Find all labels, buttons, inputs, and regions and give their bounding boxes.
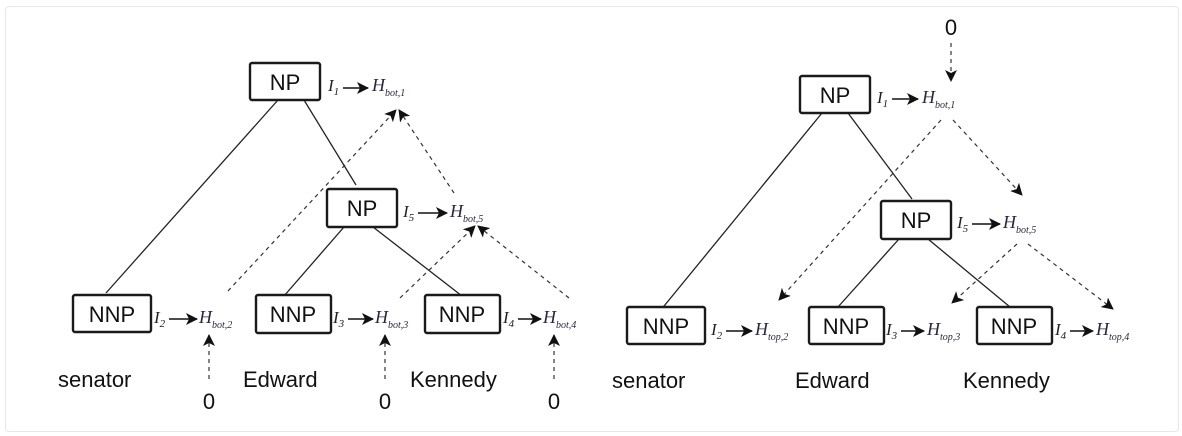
right-edge-np-top-to-nnp-1 — [659, 112, 823, 312]
edge-np-top-to-np-mid — [303, 99, 357, 186]
right-word-kennedy: Kennedy — [963, 368, 1050, 393]
left-input-1: I1 — [327, 76, 339, 98]
dashed-arrow-hbot3-to-hbot5 — [399, 225, 476, 299]
right-word-edward: Edward — [795, 368, 870, 393]
right-edge-np-mid-to-nnp-3 — [927, 238, 1011, 308]
left-nnp-1-box — [71, 293, 153, 334]
right-nnp-3-box — [975, 305, 1054, 346]
left-hidden-2: Hbot,2 — [198, 307, 232, 331]
right-edge-np-mid-to-nnp-2 — [837, 238, 900, 308]
right-word-senator: senator — [612, 368, 685, 393]
right-nnp-3-label: NNP — [991, 314, 1037, 339]
right-hidden-1: Hbot,1 — [921, 87, 955, 111]
left-input-4: I4 — [502, 308, 515, 330]
edge-np-top-to-nnp-1 — [105, 99, 279, 294]
dashed-arrow-hbot4-to-hbot5 — [477, 225, 570, 299]
right-input-3: I3 — [885, 320, 898, 342]
right-nnp-2-box — [807, 305, 886, 346]
right-dashed-arrow-hbot5-to-htop4 — [1027, 243, 1114, 310]
tree-lstm-diagram: NP NP NNP NNP NNP I1 Hbot,1 I5 Hbot,5 I2… — [58, 15, 1129, 414]
right-hidden-2: Htop,2 — [754, 319, 788, 343]
left-nnp-3-label: NNP — [439, 302, 485, 327]
left-hidden-5: Hbot,5 — [449, 201, 483, 225]
right-dashed-arrow-hbot5-to-htop3 — [951, 243, 1018, 304]
right-hidden-3: Htop,3 — [926, 319, 960, 343]
left-np-mid-box — [325, 187, 399, 229]
edge-np-mid-to-nnp-3 — [372, 226, 463, 297]
left-zero-1: 0 — [203, 389, 215, 414]
left-word-senator: senator — [58, 367, 131, 392]
right-dashed-arrow-hbot1-to-htop2 — [778, 119, 942, 301]
diagram-canvas: NP NP NNP NNP NNP I1 Hbot,1 I5 Hbot,5 I2… — [5, 6, 1179, 432]
left-nnp-2-box — [254, 293, 333, 335]
left-input-5: I5 — [402, 202, 415, 224]
left-zero-2: 0 — [379, 389, 391, 414]
right-np-top-box — [798, 74, 872, 115]
right-input-5: I5 — [956, 213, 969, 235]
right-nnp-1-label: NNP — [643, 314, 689, 339]
right-input-2: I2 — [710, 320, 723, 342]
right-np-mid-box — [879, 199, 953, 241]
dashed-arrow-hbot2-to-hbot1 — [227, 109, 397, 292]
right-input-4: I4 — [1054, 320, 1067, 342]
right-np-mid-label: NP — [901, 208, 932, 233]
left-hidden-3: Hbot,3 — [374, 307, 408, 331]
left-word-kennedy: Kennedy — [410, 367, 497, 392]
left-hidden-1: Hbot,1 — [371, 75, 405, 99]
right-np-top-label: NP — [820, 83, 851, 108]
left-word-edward: Edward — [243, 367, 318, 392]
left-np-top-label: NP — [270, 70, 301, 95]
edge-np-mid-to-nnp-2 — [283, 226, 345, 297]
left-tree: NP NP NNP NNP NNP I1 Hbot,1 I5 Hbot,5 I2… — [58, 61, 576, 414]
left-nnp-2-label: NNP — [270, 302, 316, 327]
right-zero-top: 0 — [945, 15, 957, 40]
right-hidden-5: Hbot,5 — [1002, 212, 1036, 236]
left-nnp-3-box — [423, 293, 502, 335]
right-input-1: I1 — [876, 88, 888, 110]
left-input-3: I3 — [332, 308, 345, 330]
dashed-arrow-hbot5-to-hbot1 — [398, 109, 455, 194]
left-np-top-box — [248, 61, 322, 102]
left-np-mid-label: NP — [347, 196, 378, 221]
right-nnp-2-label: NNP — [823, 314, 869, 339]
left-nnp-1-label: NNP — [89, 302, 135, 327]
left-input-2: I2 — [153, 308, 166, 330]
right-tree: NP NP NNP NNP NNP I1 Hbot,1 I5 Hbot,5 I2… — [612, 15, 1129, 393]
left-zero-3: 0 — [548, 389, 560, 414]
right-nnp-1-box — [625, 305, 707, 346]
right-edge-np-top-to-np-mid — [847, 112, 913, 200]
right-hidden-4: Htop,4 — [1095, 319, 1129, 343]
left-hidden-4: Hbot,4 — [542, 307, 576, 331]
right-dashed-arrow-hbot1-to-hbot5 — [952, 119, 1023, 196]
